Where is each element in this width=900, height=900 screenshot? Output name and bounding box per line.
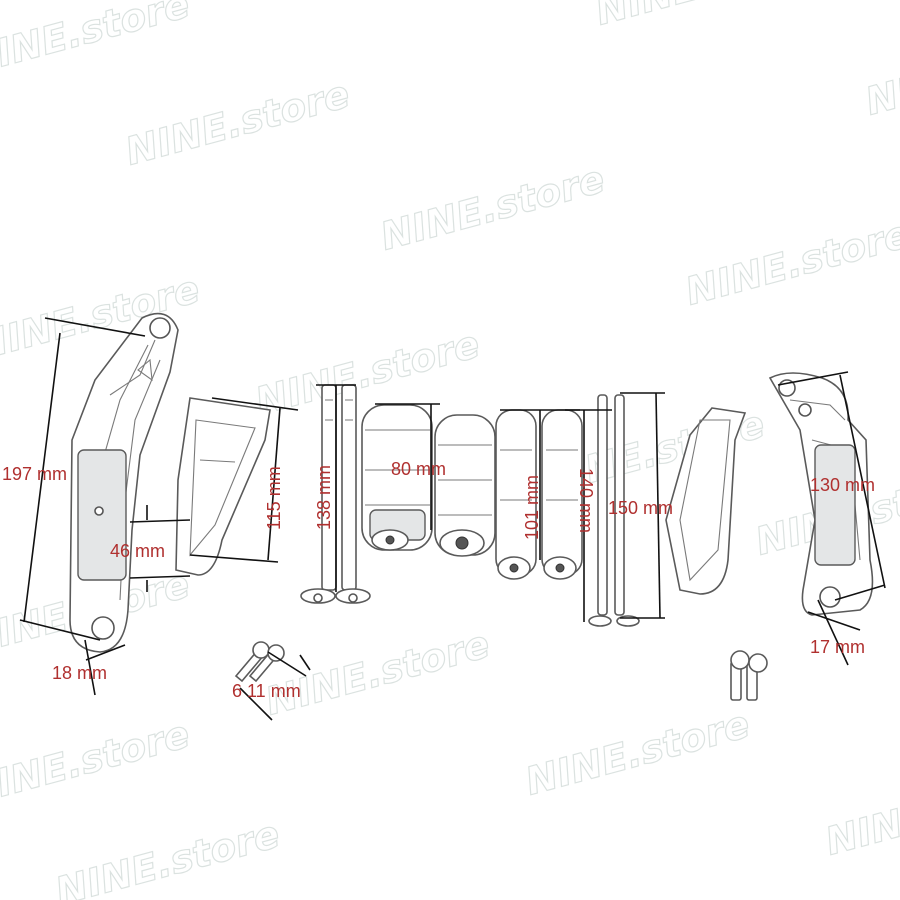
left-slider-plate xyxy=(175,397,271,576)
small-bolts-left xyxy=(234,641,285,683)
label-6-11mm: 6 11 mm xyxy=(232,681,301,701)
label-140mm: 140 mm xyxy=(576,468,596,533)
label-150mm: 150 mm xyxy=(608,498,673,518)
watermark: NINE.store xyxy=(521,702,754,804)
label-18mm: 18 mm xyxy=(52,663,107,683)
watermark: NINE.store xyxy=(0,0,194,84)
watermark: NINE.store xyxy=(861,22,900,124)
label-197mm: 197 mm xyxy=(2,464,67,484)
watermark: NINE.store xyxy=(51,812,284,900)
rod-pair xyxy=(588,394,640,627)
label-46mm: 46 mm xyxy=(110,541,165,561)
slider-body xyxy=(434,414,496,557)
label-80mm: 80 mm xyxy=(391,459,446,479)
right-frame-bracket xyxy=(768,372,874,616)
watermark: NINE.store xyxy=(376,157,609,259)
watermark: NINE.store xyxy=(0,712,194,814)
watermark: NINE.store xyxy=(261,622,494,724)
dimension-labels: 197 mm 18 mm 46 mm 115 mm 138 mm 80 mm 1… xyxy=(2,459,875,701)
spacer-pair xyxy=(495,409,583,580)
label-101mm: 101 mm xyxy=(522,475,542,540)
label-138mm: 138 mm xyxy=(314,465,334,530)
watermark: NINE.store xyxy=(681,212,900,314)
label-115mm: 115 mm xyxy=(264,466,284,530)
watermark: NINE.store xyxy=(821,762,900,864)
small-bolts-right xyxy=(730,650,768,701)
watermark: NINE.store xyxy=(121,72,354,174)
long-bolt xyxy=(300,384,371,604)
right-slider-plate xyxy=(665,407,747,595)
dimension-lines xyxy=(19,317,886,721)
left-frame-bracket xyxy=(69,312,179,653)
slider-body-large xyxy=(361,404,433,551)
watermark: NINE.store xyxy=(591,0,824,34)
label-17mm: 17 mm xyxy=(810,637,865,657)
label-130mm: 130 mm xyxy=(810,475,875,495)
